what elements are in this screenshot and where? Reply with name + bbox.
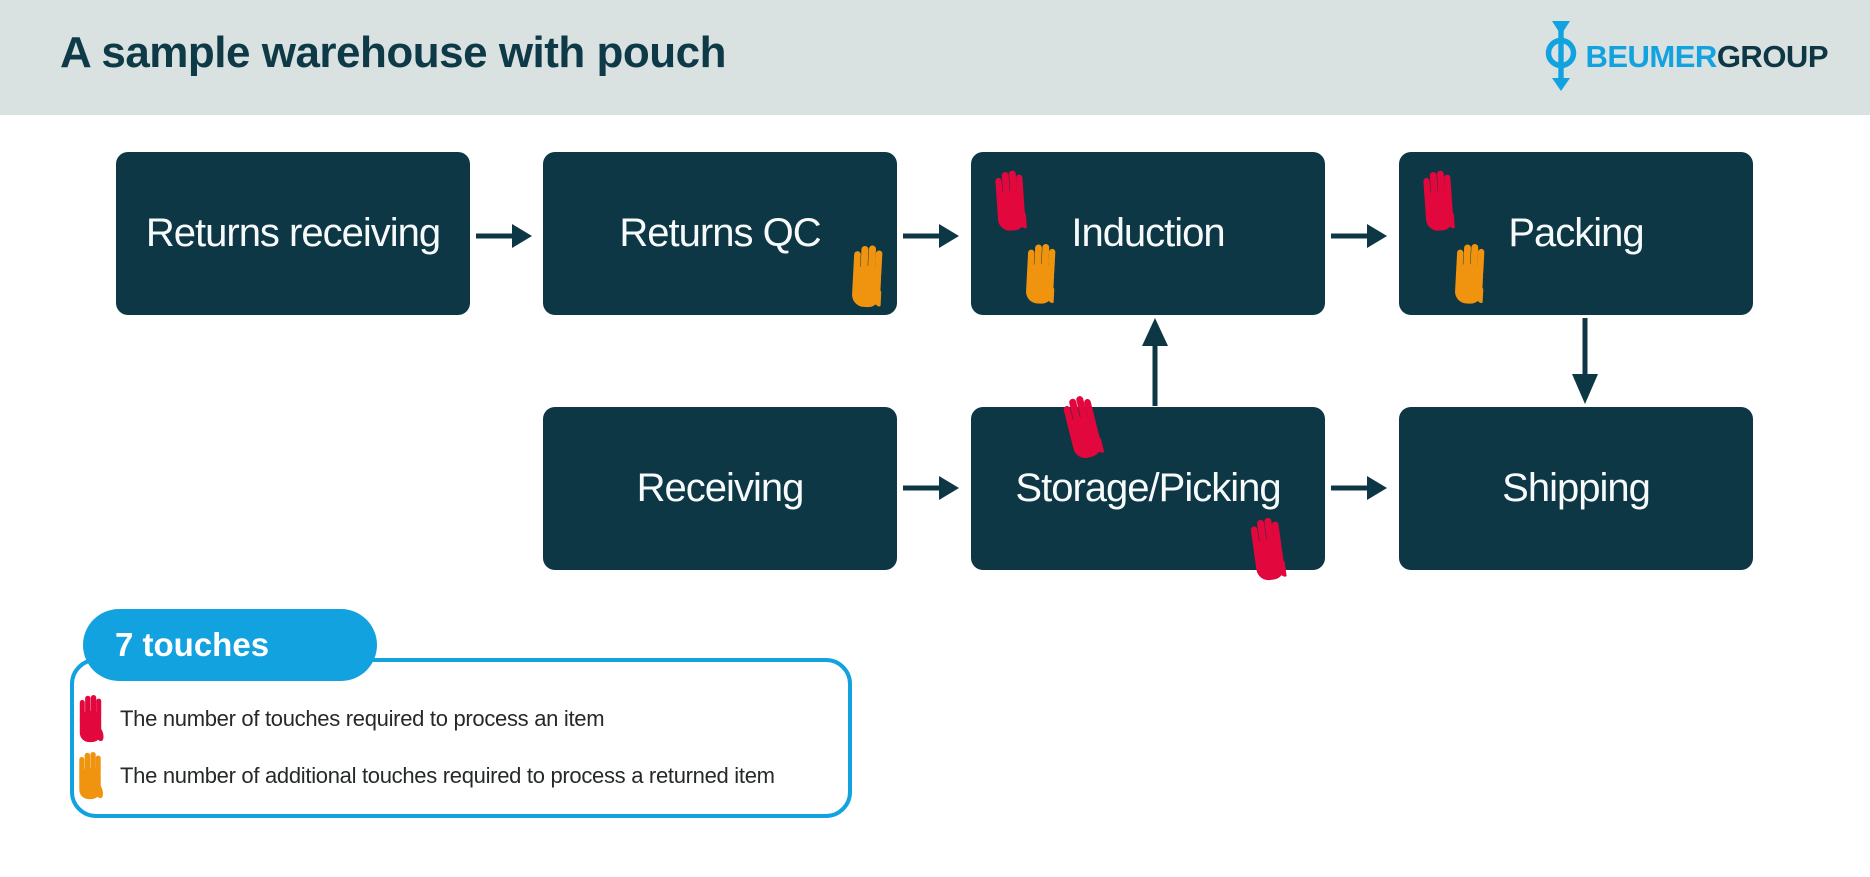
beumer-arrow-icon <box>1546 21 1577 91</box>
brand-primary: BEUMER <box>1585 38 1717 74</box>
flow-box-label: Induction <box>1071 211 1225 255</box>
legend-title-badge: 7 touches <box>83 609 377 681</box>
legend-item-required: The number of touches required to proces… <box>120 706 605 731</box>
flow-box-label: Storage/Picking <box>1015 466 1281 510</box>
flow-box-label: Returns receiving <box>145 211 441 255</box>
page-title: A sample warehouse with pouch <box>60 28 727 77</box>
orange-hand-icon <box>1454 243 1486 305</box>
arrow-storage-picking-to-shipping-icon <box>1331 472 1387 504</box>
flow-box-returns-receiving: Returns receiving <box>116 152 470 315</box>
arrow-storage-picking-to-induction-icon <box>1139 316 1171 406</box>
orange-hand-icon <box>79 752 105 800</box>
flow-box-label: Receiving <box>636 466 805 510</box>
arrow-induction-to-packing-icon <box>1331 220 1387 252</box>
beumer-group-logo: BEUMERGROUP <box>1545 18 1829 94</box>
flow-box-shipping: Shipping <box>1399 407 1753 570</box>
orange-hand-icon <box>851 244 884 309</box>
arrow-returns-qc-to-induction-icon <box>903 220 959 252</box>
legend-title: 7 touches <box>115 626 270 663</box>
flow-box-label: Packing <box>1508 211 1644 255</box>
flow-box-label: Shipping <box>1502 466 1651 510</box>
header-bar: A sample warehouse with pouch BEUMERGROU… <box>0 0 1870 115</box>
flow-box-label: Returns QC <box>619 211 821 255</box>
arrow-receiving-to-storage-picking-icon <box>903 472 959 504</box>
red-hand-icon <box>79 695 105 743</box>
flow-box-receiving: Receiving <box>543 407 897 570</box>
brand-secondary: GROUP <box>1716 38 1829 74</box>
legend-panel <box>70 658 852 818</box>
orange-hand-icon <box>1025 243 1057 305</box>
red-hand-icon <box>994 169 1028 232</box>
arrow-packing-to-shipping-icon <box>1569 318 1601 406</box>
arrow-returns-receiving-to-returns-qc-icon <box>476 220 532 252</box>
flow-box-returns-qc: Returns QC <box>543 152 897 315</box>
legend-item-additional: The number of additional touches require… <box>120 763 775 788</box>
brand-wordmark: BEUMERGROUP <box>1585 41 1828 72</box>
red-hand-icon <box>1422 169 1456 232</box>
